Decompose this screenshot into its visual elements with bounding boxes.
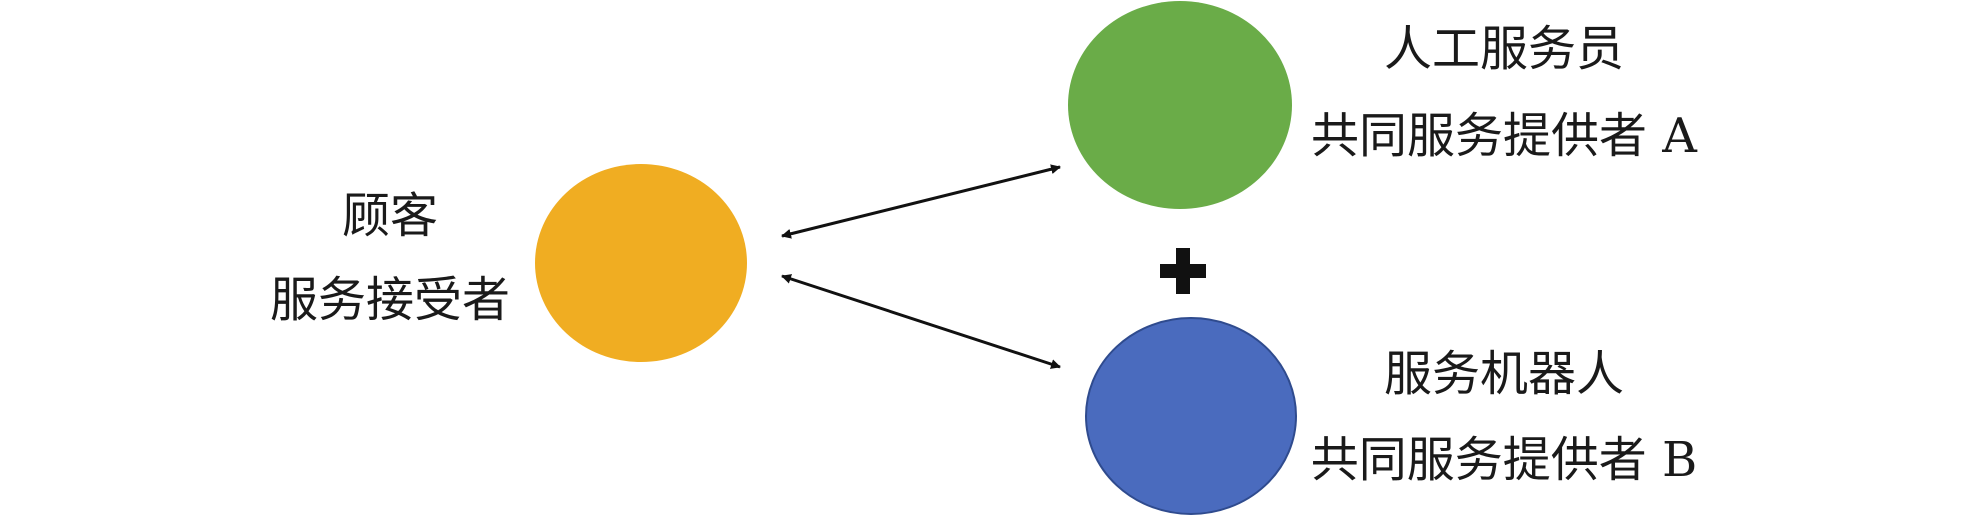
robot-node (1085, 317, 1297, 515)
human-staff-role-label: 共同服务提供者 A (1311, 108, 1698, 164)
customer-role-label: 服务接受者 (270, 272, 510, 328)
human-staff-label: 人工服务员 (1384, 21, 1624, 77)
customer-robot-arrow (781, 274, 1061, 369)
human-staff-node (1068, 1, 1292, 209)
robot-label: 服务机器人 (1384, 346, 1624, 402)
customer-node (535, 164, 747, 362)
customer-human-arrow (781, 164, 1061, 239)
customer-label: 顾客 (342, 188, 438, 244)
robot-role-label: 共同服务提供者 B (1311, 432, 1698, 488)
plus-icon (1160, 248, 1206, 294)
